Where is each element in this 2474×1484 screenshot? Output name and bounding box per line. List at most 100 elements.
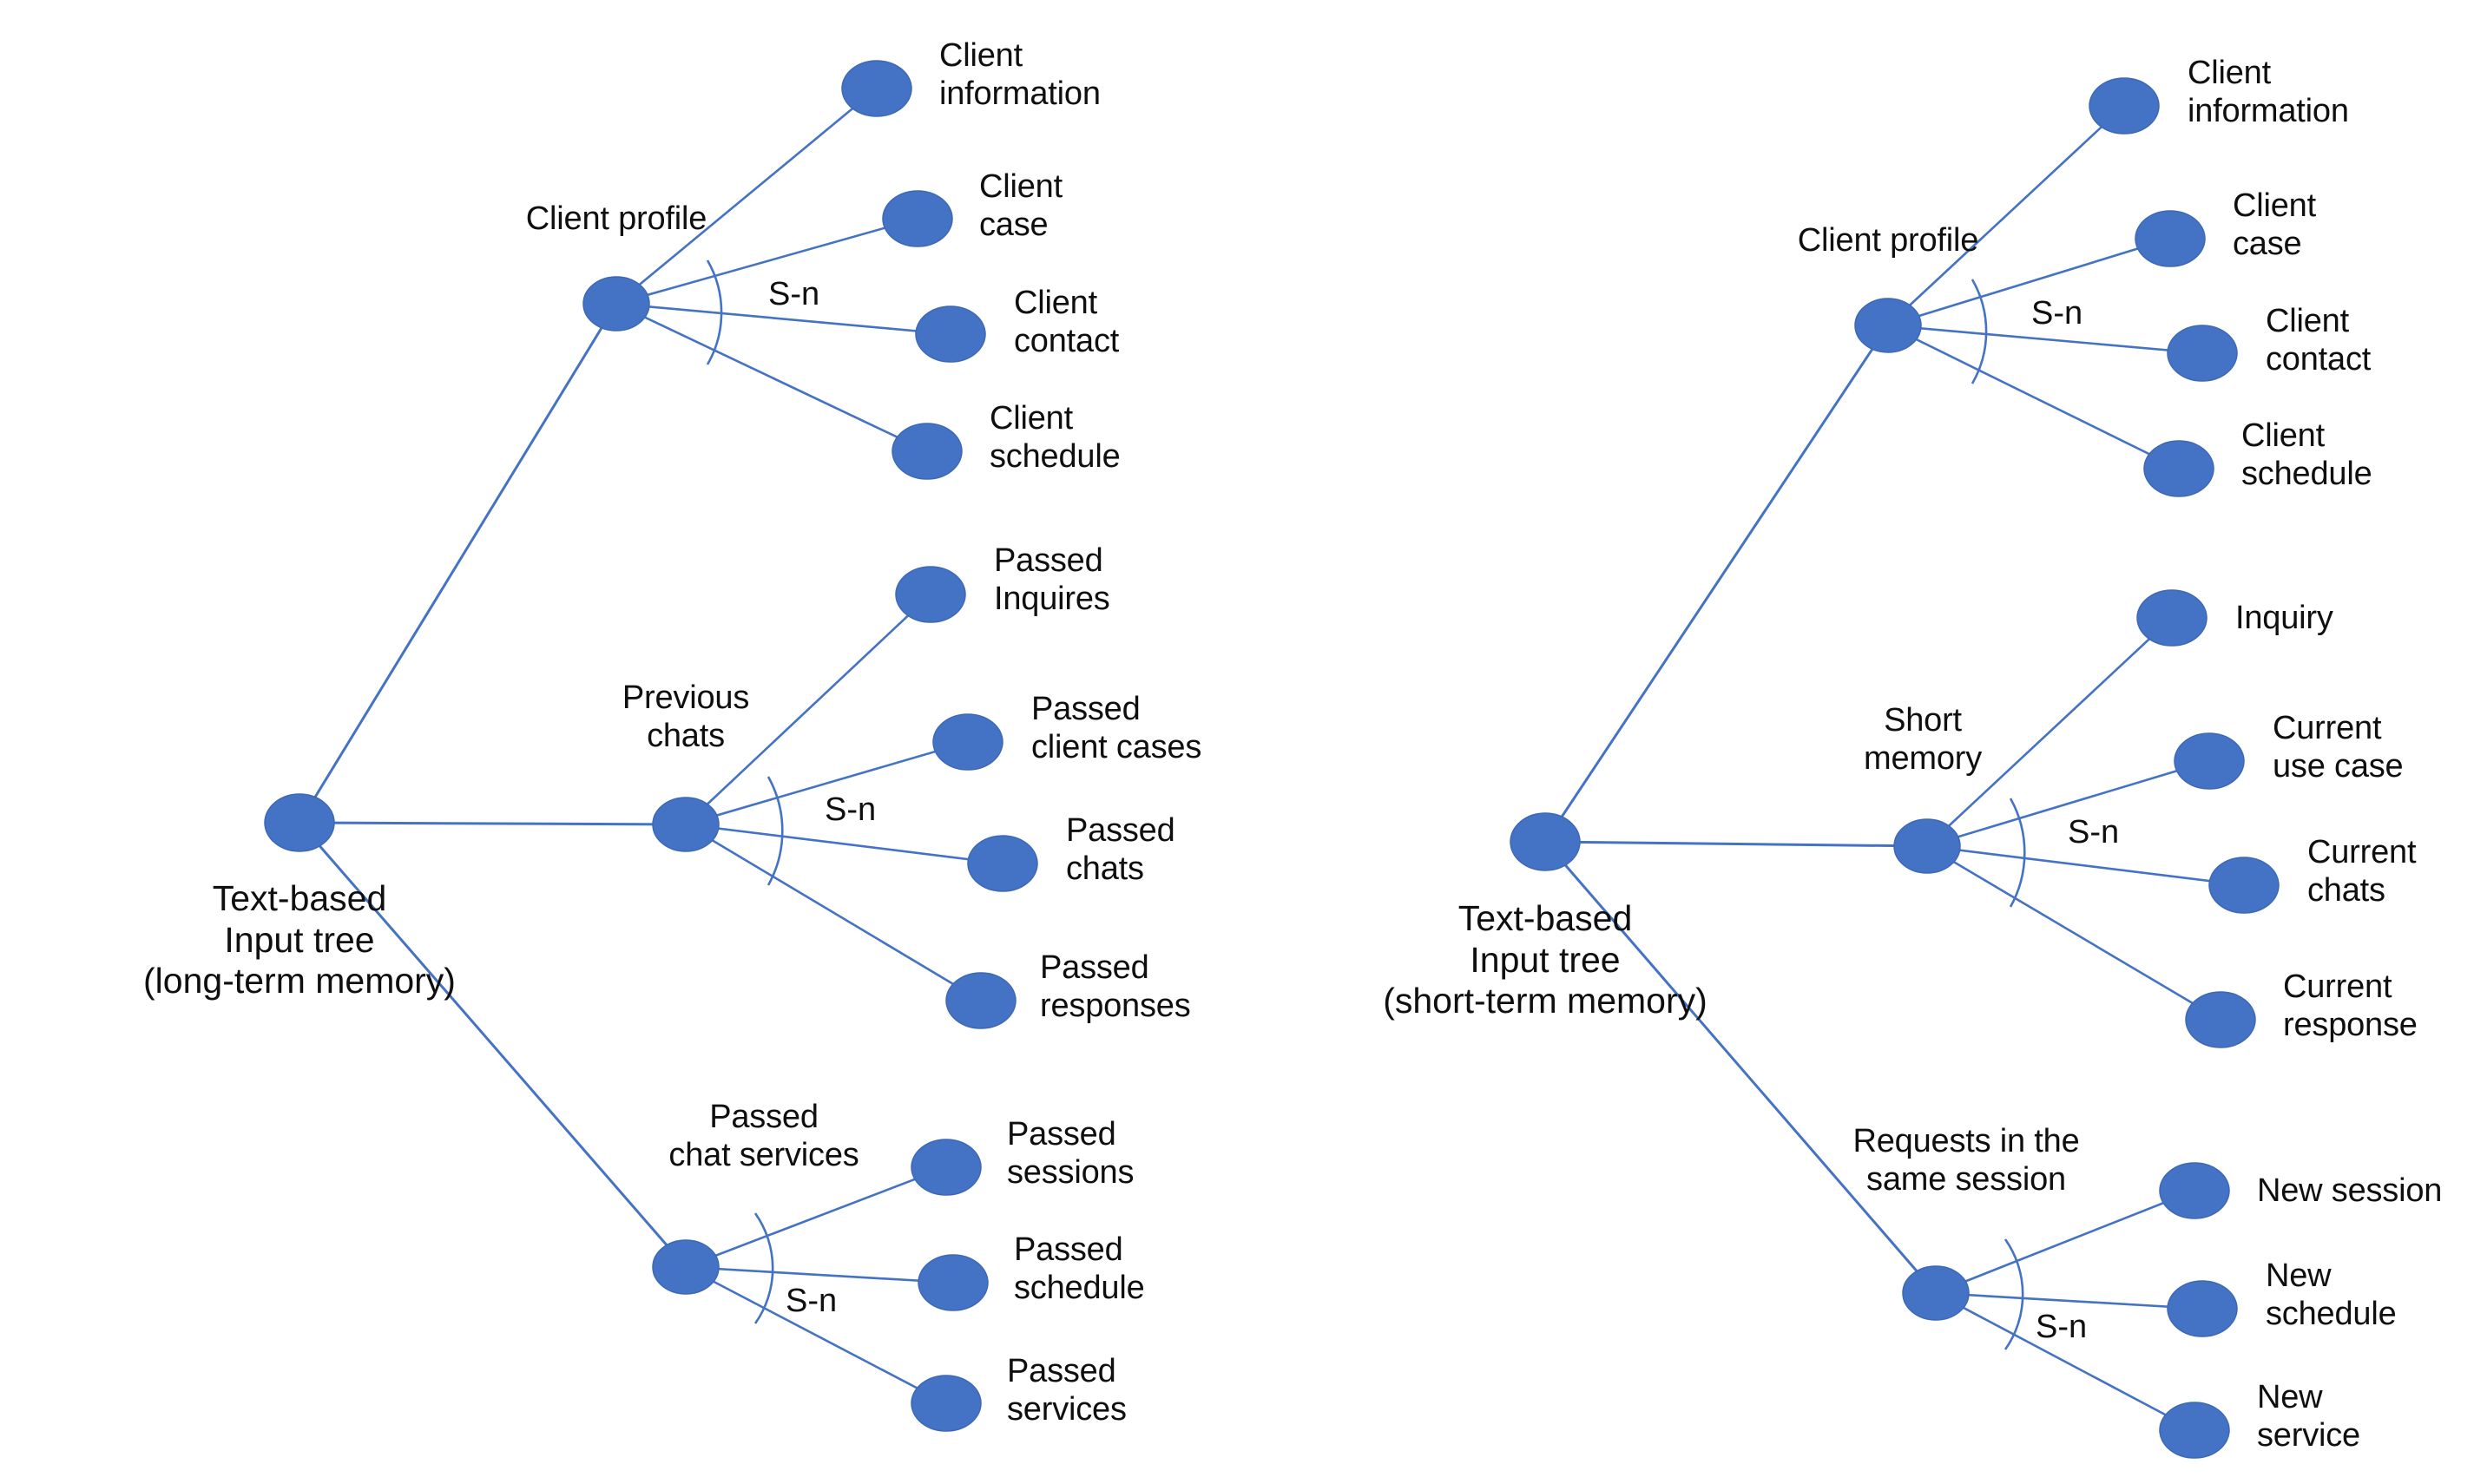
edge-requests-same-session-to-new-session xyxy=(1935,1189,2195,1295)
node-inquiry[interactable] xyxy=(2136,589,2208,647)
node-client-profile-lt[interactable] xyxy=(582,276,650,332)
edge-previous-chats-to-passed-client-cases xyxy=(685,740,969,826)
label-client-schedule-st: Client schedule xyxy=(2241,417,2372,493)
node-client-information-st[interactable] xyxy=(2089,77,2160,135)
edge-root-to-client-profile-lt xyxy=(298,303,618,824)
edge-root-to-requests-same-session xyxy=(1543,841,1938,1294)
label-previous-chats: Previous chats xyxy=(622,680,750,755)
edge-root-to-previous-chats xyxy=(299,821,687,826)
sn-arc-passed-chat-services xyxy=(753,1212,774,1324)
edge-passed-chat-services-to-passed-schedule xyxy=(685,1265,954,1284)
label-client-case-lt: Client case xyxy=(979,168,1063,244)
node-passed-schedule[interactable] xyxy=(918,1254,989,1311)
edge-previous-chats-to-passed-chats xyxy=(685,823,1003,865)
node-passed-inquires[interactable] xyxy=(895,566,966,623)
edge-short-memory-to-current-use-case xyxy=(1926,759,2210,848)
edge-short-memory-to-inquiry xyxy=(1926,617,2173,847)
sn-label-client-profile-st: S-n xyxy=(2031,295,2083,332)
sn-arc-short-memory xyxy=(2009,798,2026,908)
node-client-case-st[interactable] xyxy=(2135,210,2206,267)
edge-client-profile-lt-to-client-schedule xyxy=(615,302,928,453)
node-passed-chat-services[interactable] xyxy=(652,1239,720,1295)
node-client-schedule-st[interactable] xyxy=(2143,440,2214,497)
node-client-profile-st[interactable] xyxy=(1854,298,1922,353)
node-client-information-lt[interactable] xyxy=(841,60,912,117)
label-client-information-st: Client information xyxy=(2188,55,2349,130)
node-passed-responses[interactable] xyxy=(945,972,1017,1029)
node-passed-sessions[interactable] xyxy=(911,1139,982,1196)
node-new-schedule[interactable] xyxy=(2167,1280,2238,1337)
node-client-contact-st[interactable] xyxy=(2167,325,2238,382)
node-new-session[interactable] xyxy=(2159,1162,2230,1219)
edge-short-memory-to-current-chats xyxy=(1926,844,2245,887)
label-passed-responses: Passed responses xyxy=(1040,949,1191,1025)
label-client-contact-st: Client contact xyxy=(2266,303,2372,378)
label-client-schedule-lt: Client schedule xyxy=(990,400,1121,476)
sn-label-previous-chats: S-n xyxy=(825,791,877,828)
node-short-memory[interactable] xyxy=(1893,818,1961,874)
edge-client-profile-st-to-client-schedule xyxy=(1887,324,2180,470)
label-new-service: New service xyxy=(2257,1379,2360,1454)
node-client-schedule-lt[interactable] xyxy=(892,423,963,480)
label-new-session: New session xyxy=(2257,1172,2443,1209)
edge-client-profile-lt-to-client-information xyxy=(615,87,878,305)
edge-client-profile-lt-to-client-contact xyxy=(615,302,951,336)
edge-root-to-passed-chat-services xyxy=(298,822,688,1268)
label-client-case-st: Client case xyxy=(2233,187,2316,263)
label-client-contact-lt: Client contact xyxy=(1014,285,1120,360)
sn-label-passed-chat-services: S-n xyxy=(786,1283,838,1319)
sn-label-requests-same-session: S-n xyxy=(2036,1309,2088,1345)
label-root-short-term: Text-based Input tree (short-term memory… xyxy=(1383,898,1707,1021)
node-passed-chats[interactable] xyxy=(967,835,1038,892)
label-new-schedule: New schedule xyxy=(2266,1257,2397,1333)
edge-client-profile-st-to-client-case xyxy=(1887,237,2171,327)
sn-label-client-profile-lt: S-n xyxy=(768,276,820,312)
node-client-contact-lt[interactable] xyxy=(915,305,986,363)
sn-arc-previous-chats xyxy=(767,776,784,886)
label-passed-inquires: Passed Inquires xyxy=(994,542,1110,618)
label-client-profile-lt: Client profile xyxy=(525,200,707,237)
node-current-chats[interactable] xyxy=(2208,857,2280,914)
edge-root-to-client-profile-st xyxy=(1543,325,1890,843)
node-requests-same-session[interactable] xyxy=(1902,1265,1970,1321)
edge-client-profile-lt-to-client-case xyxy=(615,217,918,305)
node-root-long-term[interactable] xyxy=(264,793,335,852)
label-passed-client-cases: Passed client cases xyxy=(1031,691,1202,766)
label-passed-sessions: Passed sessions xyxy=(1007,1116,1135,1192)
node-new-service[interactable] xyxy=(2159,1402,2230,1459)
tree-long-term xyxy=(264,60,1038,1432)
sn-label-short-memory: S-n xyxy=(2068,814,2120,850)
edge-passed-chat-services-to-passed-sessions xyxy=(685,1166,947,1269)
label-passed-schedule: Passed schedule xyxy=(1014,1231,1145,1307)
label-inquiry: Inquiry xyxy=(2235,600,2333,636)
edge-previous-chats-to-passed-responses xyxy=(685,823,982,1002)
edge-client-profile-st-to-client-contact xyxy=(1887,324,2203,355)
node-current-response[interactable] xyxy=(2185,991,2256,1048)
node-client-case-lt[interactable] xyxy=(882,190,953,247)
edge-requests-same-session-to-new-service xyxy=(1935,1291,2195,1432)
edge-requests-same-session-to-new-schedule xyxy=(1935,1291,2203,1310)
label-client-information-lt: Client information xyxy=(939,37,1101,113)
label-requests-same-session: Requests in the same session xyxy=(1852,1123,2080,1198)
label-client-profile-st: Client profile xyxy=(1797,222,1979,259)
node-passed-client-cases[interactable] xyxy=(932,713,1003,771)
node-current-use-case[interactable] xyxy=(2174,732,2245,790)
sn-arc-client-profile-st xyxy=(1971,279,1988,384)
node-passed-services[interactable] xyxy=(911,1375,982,1432)
label-passed-chat-services: Passed chat services xyxy=(668,1099,859,1174)
node-root-short-term[interactable] xyxy=(1510,812,1581,871)
label-current-use-case: Current use case xyxy=(2273,710,2404,785)
label-current-response: Current response xyxy=(2283,969,2418,1044)
edge-client-profile-st-to-client-information xyxy=(1887,105,2125,326)
edge-passed-chat-services-to-passed-services xyxy=(685,1265,947,1405)
edge-previous-chats-to-passed-inquires xyxy=(685,594,931,825)
label-passed-chats: Passed chats xyxy=(1066,812,1175,888)
edge-root-to-short-memory xyxy=(1544,840,1928,848)
node-previous-chats[interactable] xyxy=(652,797,720,852)
label-current-chats: Current chats xyxy=(2307,834,2417,909)
label-passed-services: Passed services xyxy=(1007,1353,1127,1428)
sn-arc-client-profile-lt xyxy=(706,259,723,365)
tree-short-term xyxy=(1510,77,2280,1459)
